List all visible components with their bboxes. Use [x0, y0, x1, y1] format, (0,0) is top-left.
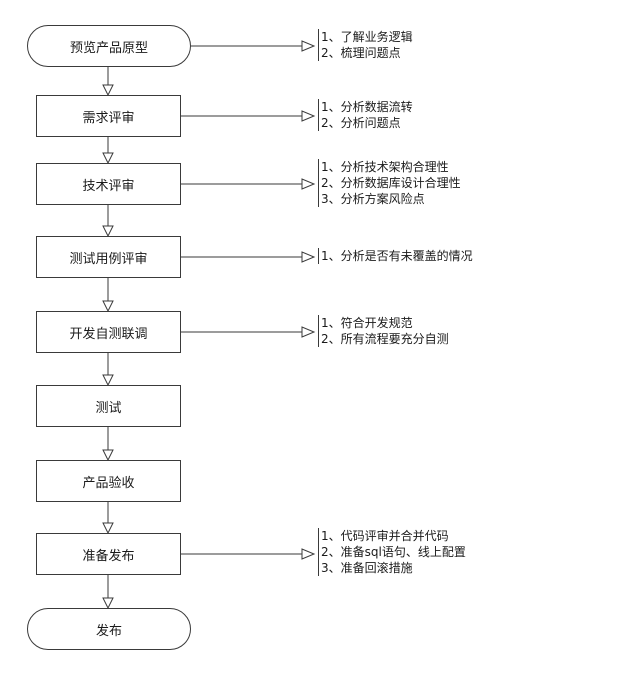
note-arrowhead	[301, 326, 316, 338]
step-testcase-review: 测试用例评审	[36, 236, 181, 278]
flow-arrowhead	[102, 374, 114, 387]
step-tech-review: 技术评审	[36, 163, 181, 205]
note-line: 1、符合开发规范	[321, 316, 413, 330]
step-label: 预览产品原型	[69, 40, 148, 56]
note-requirements-review: 1、分析数据流转 2、分析问题点	[318, 99, 413, 131]
step-product-acceptance: 产品验收	[36, 460, 181, 502]
note-line: 2、分析问题点	[321, 116, 401, 130]
note-line: 2、梳理问题点	[321, 46, 401, 60]
step-label: 测试	[95, 400, 122, 416]
note-arrowhead	[301, 110, 316, 122]
note-line: 3、准备回滚措施	[321, 561, 413, 575]
step-label: 发布	[95, 623, 122, 639]
flow-arrowhead	[102, 84, 114, 97]
note-arrowhead	[301, 251, 316, 263]
flow-arrowhead	[102, 449, 114, 462]
note-line: 2、所有流程要充分自测	[321, 332, 449, 346]
note-line: 1、分析是否有未覆盖的情况	[321, 249, 473, 263]
flow-arrowhead	[102, 225, 114, 238]
step-preview-prototype: 预览产品原型	[27, 25, 191, 67]
note-testcase-review: 1、分析是否有未覆盖的情况	[318, 248, 473, 264]
step-label: 需求评审	[82, 110, 135, 126]
note-dev-selftest: 1、符合开发规范 2、所有流程要充分自测	[318, 315, 449, 347]
flow-arrowhead	[102, 152, 114, 165]
step-dev-selftest: 开发自测联调	[36, 311, 181, 353]
step-label: 产品验收	[82, 475, 135, 491]
note-line: 2、准备sql语句、线上配置	[321, 545, 466, 559]
step-release: 发布	[27, 608, 191, 650]
note-tech-review: 1、分析技术架构合理性 2、分析数据库设计合理性 3、分析方案风险点	[318, 159, 461, 207]
note-arrowhead	[301, 548, 316, 560]
flow-arrowhead	[102, 300, 114, 313]
flow-arrowhead	[102, 522, 114, 535]
step-label: 开发自测联调	[69, 326, 148, 342]
step-requirements-review: 需求评审	[36, 95, 181, 137]
note-line: 1、分析技术架构合理性	[321, 160, 449, 174]
note-line: 1、分析数据流转	[321, 100, 413, 114]
note-prepare-release: 1、代码评审并合并代码 2、准备sql语句、线上配置 3、准备回滚措施	[318, 528, 466, 576]
step-label: 技术评审	[82, 178, 135, 194]
note-arrowhead	[301, 40, 316, 52]
step-label: 测试用例评审	[69, 251, 148, 267]
step-label: 准备发布	[82, 548, 135, 564]
note-preview-prototype: 1、了解业务逻辑 2、梳理问题点	[318, 29, 413, 61]
step-prepare-release: 准备发布	[36, 533, 181, 575]
note-line: 1、代码评审并合并代码	[321, 529, 449, 543]
note-arrowhead	[301, 178, 316, 190]
note-line: 2、分析数据库设计合理性	[321, 176, 461, 190]
note-line: 1、了解业务逻辑	[321, 30, 413, 44]
note-line: 3、分析方案风险点	[321, 192, 425, 206]
flow-arrowhead	[102, 597, 114, 610]
step-testing: 测试	[36, 385, 181, 427]
